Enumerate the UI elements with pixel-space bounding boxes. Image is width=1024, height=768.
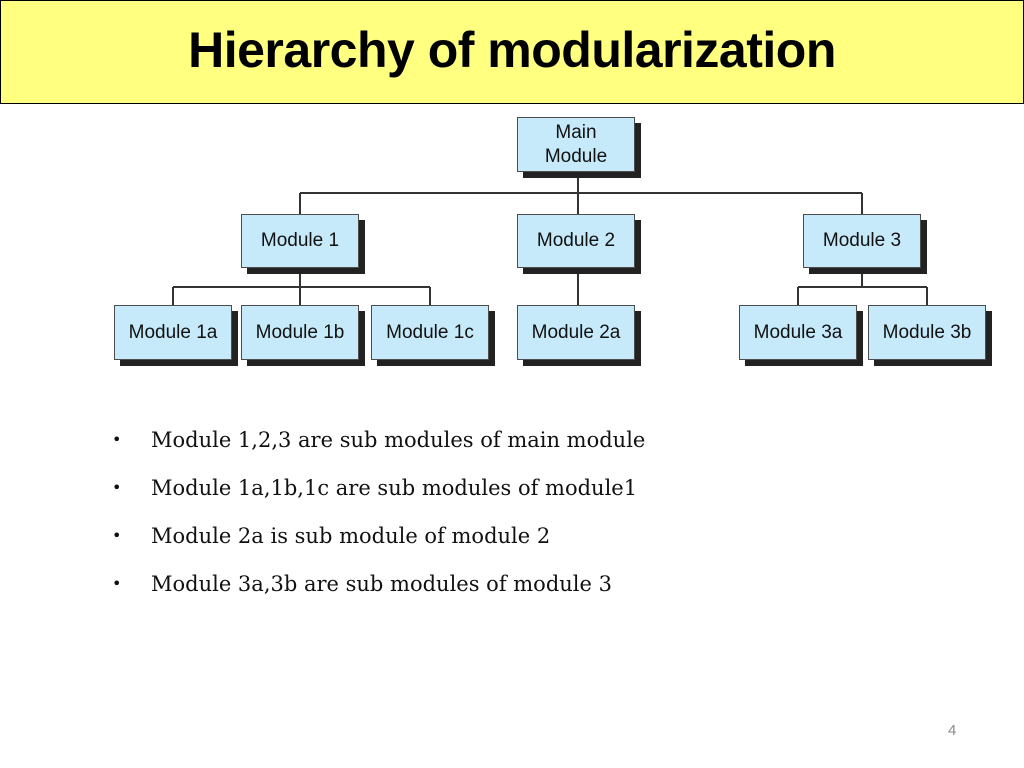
title-banner: Hierarchy of modularization — [0, 0, 1024, 104]
hierarchy-connectors — [172, 172, 928, 305]
module-1-box: Module 1 — [241, 214, 359, 268]
bullet-text: Module 1a,1b,1c are sub modules of modul… — [151, 476, 638, 500]
bullet-dot-icon: • — [112, 430, 122, 449]
bullet-item: • Module 2a is sub module of module 2 — [112, 516, 645, 564]
bullet-dot-icon: • — [112, 526, 122, 545]
bullet-dot-icon: • — [112, 574, 122, 593]
bullet-item: • Module 1a,1b,1c are sub modules of modu… — [112, 468, 645, 516]
page-number: 4 — [948, 722, 957, 739]
main-module-box: Main Module — [517, 117, 635, 172]
bullet-item: • Module 3a,3b are sub modules of module … — [112, 564, 645, 612]
slide-title: Hierarchy of modularization — [188, 22, 836, 78]
bullet-text: Module 1,2,3 are sub modules of main mod… — [151, 428, 646, 452]
module-1c-box: Module 1c — [371, 305, 489, 360]
bullet-item: • Module 1,2,3 are sub modules of main mo… — [112, 420, 645, 468]
bullet-list: • Module 1,2,3 are sub modules of main mo… — [112, 420, 645, 612]
bullet-text: Module 3a,3b are sub modules of module 3 — [151, 572, 612, 596]
module-1b-box: Module 1b — [241, 305, 359, 360]
module-1a-box: Module 1a — [114, 305, 232, 360]
module-2a-box: Module 2a — [517, 305, 635, 360]
bullet-text: Module 2a is sub module of module 2 — [151, 524, 551, 548]
bullet-dot-icon: • — [112, 478, 122, 497]
module-3b-box: Module 3b — [868, 305, 986, 360]
module-2-box: Module 2 — [517, 214, 635, 268]
module-3a-box: Module 3a — [739, 305, 857, 360]
module-3-box: Module 3 — [803, 214, 921, 268]
